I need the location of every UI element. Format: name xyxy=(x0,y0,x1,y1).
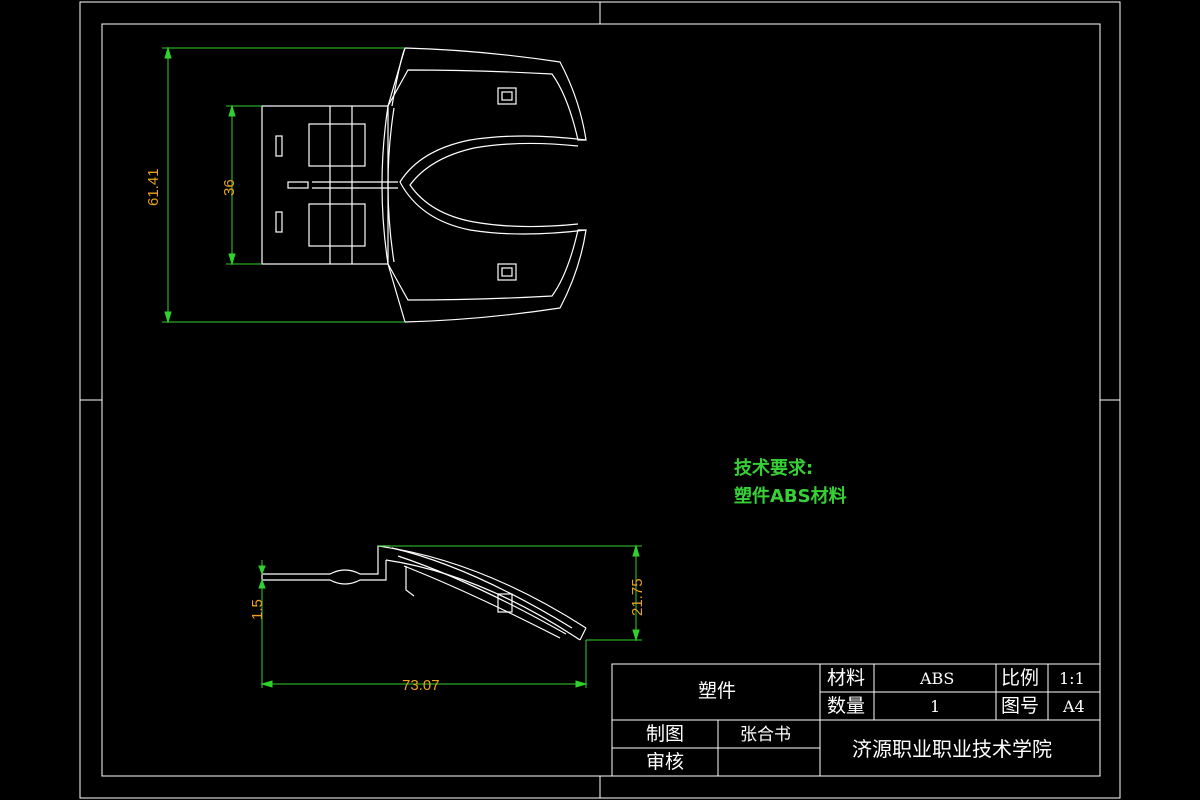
tb-drawn-value: 张合书 xyxy=(740,725,791,744)
shell-u-cutout xyxy=(399,135,587,235)
tb-scale-value: 1:1 xyxy=(1059,669,1085,688)
side-rib xyxy=(405,566,415,597)
side-view-dimensions xyxy=(258,544,642,688)
arrow-length-left xyxy=(260,680,273,688)
shell-left-edge-top xyxy=(391,47,406,107)
shell-inner-curve xyxy=(381,105,389,265)
title-block-grid xyxy=(611,663,1101,777)
dim-text-length: 73.07 xyxy=(402,677,440,694)
arrow-side-top xyxy=(632,544,640,557)
shell-lower-lobe xyxy=(387,229,587,323)
tb-material-value: ABS xyxy=(920,669,955,688)
arrow-inner-bottom xyxy=(228,253,236,266)
dim-text-inner-height: 36 xyxy=(221,179,238,196)
tb-sheet-label: 图号 xyxy=(1001,696,1040,717)
side-shell-tip xyxy=(579,627,587,641)
shell-inner-curve-2 xyxy=(387,107,395,263)
dim-text-side-height: 21.75 xyxy=(629,578,646,616)
top-view xyxy=(261,47,587,323)
tb-sheet-value: A4 xyxy=(1063,697,1085,716)
slot-upper xyxy=(275,135,283,157)
shell-u-inner xyxy=(409,142,579,228)
tb-material-label: 材料 xyxy=(827,668,866,689)
hinge-plate xyxy=(261,105,389,265)
side-view xyxy=(261,545,587,641)
outer-border xyxy=(79,1,1121,799)
hinge-block-lower xyxy=(308,203,366,247)
side-shell-inner-2 xyxy=(397,555,567,635)
arrow-overall-bottom xyxy=(164,311,172,324)
clip-tab-upper xyxy=(497,87,517,105)
side-base-bottom xyxy=(262,560,387,585)
dim-text-thickness: 1.5 xyxy=(249,599,266,620)
arrow-inner-top xyxy=(228,104,236,117)
arrow-thickness-bottom xyxy=(258,578,266,589)
side-shell-inner-3 xyxy=(403,565,561,639)
slot-lower xyxy=(275,211,283,233)
arrow-length-right xyxy=(575,680,588,688)
inner-border xyxy=(101,23,1101,777)
tech-requirements-heading: 技术要求: xyxy=(734,458,814,479)
clip-tab-lower-inner xyxy=(501,267,513,277)
clip-tab-upper-inner xyxy=(501,91,513,101)
tb-quantity-value: 1 xyxy=(930,697,941,716)
top-view-dimensions xyxy=(162,46,405,324)
tb-school-name: 济源职业职业技术学院 xyxy=(852,739,1052,761)
dim-text-overall-height: 61.41 xyxy=(145,168,162,206)
arrow-overall-top xyxy=(164,46,172,59)
shell-upper-lobe xyxy=(387,47,587,141)
arrow-side-bottom xyxy=(632,629,640,642)
tb-quantity-label: 数量 xyxy=(827,696,866,717)
tb-part-name: 塑件 xyxy=(698,681,737,702)
hinge-block-upper xyxy=(308,123,366,167)
tb-scale-label: 比例 xyxy=(1001,668,1040,689)
side-shell-bottom xyxy=(385,559,581,641)
tb-checked-label: 审核 xyxy=(646,752,685,773)
side-base-top xyxy=(262,545,390,575)
center-slot xyxy=(287,181,309,189)
tb-drawn-label: 制图 xyxy=(646,724,685,745)
tech-requirements-line: 塑件ABS材料 xyxy=(734,486,847,507)
side-shell-inner-1 xyxy=(391,547,573,629)
sheet-frame xyxy=(79,1,1121,799)
side-clip-tab xyxy=(497,593,513,613)
arrow-thickness-top xyxy=(258,565,266,576)
clip-tab-lower xyxy=(497,263,517,281)
